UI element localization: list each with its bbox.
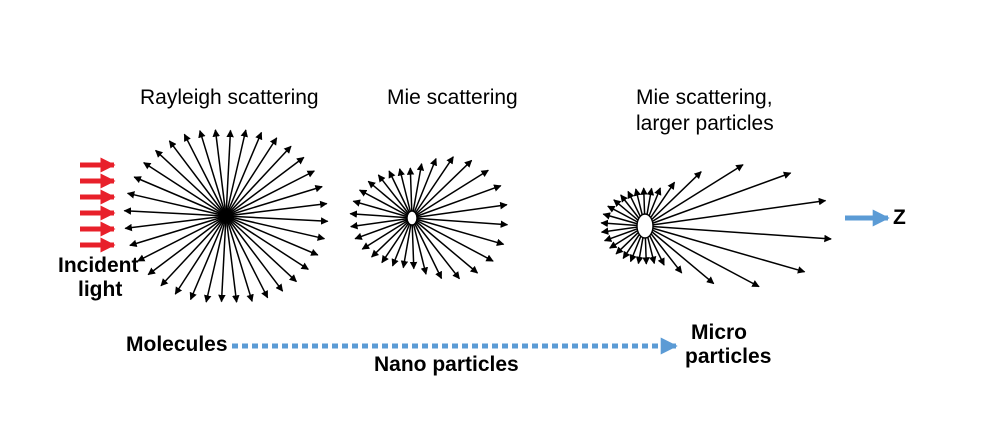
rayleigh-scatter-arrow (225, 215, 240, 303)
rayleigh-scatter-arrow (225, 215, 326, 241)
mie-scatter-arrow (411, 201, 508, 219)
rayleigh-scatter-arrow (168, 140, 227, 217)
mie-large-scatter-arrow (644, 164, 744, 227)
mie-scatter-arrow (411, 217, 429, 275)
rayleigh-title: Rayleigh scattering (140, 86, 319, 109)
mie-scatter-arrow (397, 168, 413, 219)
mie-scatter-arrow (367, 180, 413, 219)
mie-scatter-arrow (411, 217, 460, 280)
rayleigh-scatter-arrow (155, 149, 227, 217)
rayleigh-scatter-arrow (160, 215, 227, 287)
rayleigh-scatter-arrow (225, 215, 319, 256)
mie-scatter-arrow (409, 217, 418, 270)
molecule-particle (221, 211, 231, 221)
rayleigh-scatter-arrow (174, 215, 227, 295)
rayleigh-scatter-arrow (225, 215, 297, 283)
rayleigh-scatter-arrow (225, 129, 234, 217)
rayleigh-scatter-arrow (147, 215, 227, 276)
rayleigh-scatter-arrow (143, 161, 227, 217)
micro-particle (636, 213, 654, 239)
rayleigh-scatter-arrow (225, 215, 269, 299)
mie-scatter-arrow (406, 167, 415, 219)
mie-scatter-arrow (354, 217, 413, 240)
rayleigh-scatter-arrow (129, 215, 227, 248)
mie-large-scatter-arrow (644, 225, 760, 288)
mie-large-scatter-arrow (644, 225, 715, 285)
mie-large-title-line1: Mie scattering, (636, 86, 773, 109)
rayleigh-scatter-arrow (225, 129, 248, 217)
mie-scatter-arrow (411, 217, 509, 228)
mie-scatter-arrow (391, 217, 413, 267)
mie-scatter-arrow (377, 174, 413, 219)
rayleigh-scatter-arrow (225, 170, 315, 217)
mie-large-scatter-arrow (644, 225, 832, 243)
mie-scatter-arrow (361, 217, 413, 250)
mie-scatter-arrow (411, 217, 443, 280)
incident-label-line1: Incident (58, 254, 139, 277)
rayleigh-scatter-arrow (126, 191, 227, 217)
mie-scatter-arrow (411, 217, 494, 262)
z-axis-label: Z (893, 206, 906, 229)
incident-light-arrows (80, 157, 116, 253)
mie-scatter-arrow (400, 217, 413, 269)
mie-large-scattering-pattern (600, 164, 832, 288)
rayleigh-scatter-arrow (183, 133, 227, 217)
rayleigh-scatter-arrow (225, 145, 292, 217)
mie-large-scatter-arrow (644, 197, 827, 227)
nano-particle (406, 210, 418, 226)
mie-title: Mie scattering (387, 86, 518, 109)
mie-scatter-arrow (411, 159, 473, 219)
mie-scatter-arrow (411, 184, 502, 219)
mie-large-scatter-arrow (644, 171, 702, 227)
rayleigh-scatter-arrow (212, 129, 227, 217)
mie-scatter-arrow (352, 199, 413, 219)
rayleigh-scatter-arrow (225, 215, 254, 303)
rayleigh-scatter-arrow (189, 215, 227, 301)
rayleigh-scatter-arrow (225, 215, 329, 225)
mie-large-scatter-arrow (644, 171, 792, 227)
rayleigh-scatter-arrow (225, 156, 305, 217)
rayleigh-scatter-arrow (124, 215, 227, 232)
mie-scatter-arrow (411, 217, 479, 274)
rayleigh-scatter-arrow (204, 215, 227, 303)
rayleigh-scatter-arrow (137, 215, 227, 262)
mie-scatter-arrow (371, 217, 413, 258)
rayleigh-scattering-pattern (123, 129, 329, 303)
mie-scatter-arrow (411, 162, 425, 219)
mie-scatter-arrow (349, 210, 413, 219)
rayleigh-scatter-arrow (225, 215, 309, 271)
molecules-label: Molecules (126, 333, 228, 356)
mie-scattering-pattern (349, 156, 509, 280)
mie-large-title-line2: larger particles (636, 112, 774, 135)
rayleigh-scatter-arrow (225, 215, 284, 292)
rayleigh-scatter-arrow (225, 131, 263, 217)
incident-label-line2: light (78, 278, 123, 301)
mie-scatter-arrow (411, 169, 489, 219)
rayleigh-scatter-arrow (133, 176, 227, 217)
nano-particles-label: Nano particles (374, 353, 519, 376)
rayleigh-scatter-arrow (225, 137, 278, 217)
micro-label-line1: Micro (691, 321, 748, 344)
rayleigh-scatter-arrow (225, 184, 323, 217)
micro-label-line2: particles (685, 345, 772, 368)
mie-scatter-arrow (411, 217, 505, 247)
rayleigh-scatter-arrow (123, 207, 227, 217)
mie-scatter-arrow (358, 189, 413, 219)
mie-scatter-arrow (411, 157, 437, 219)
mie-large-scatter-arrow (644, 225, 806, 274)
mie-scatter-arrow (350, 217, 413, 230)
rayleigh-scatter-arrow (218, 215, 227, 303)
mie-scatter-arrow (388, 170, 413, 219)
rayleigh-scatter-arrow (198, 129, 227, 217)
rayleigh-scatter-arrow (225, 200, 328, 217)
mie-scatter-arrow (411, 156, 454, 219)
mie-scatter-arrow (381, 217, 413, 264)
